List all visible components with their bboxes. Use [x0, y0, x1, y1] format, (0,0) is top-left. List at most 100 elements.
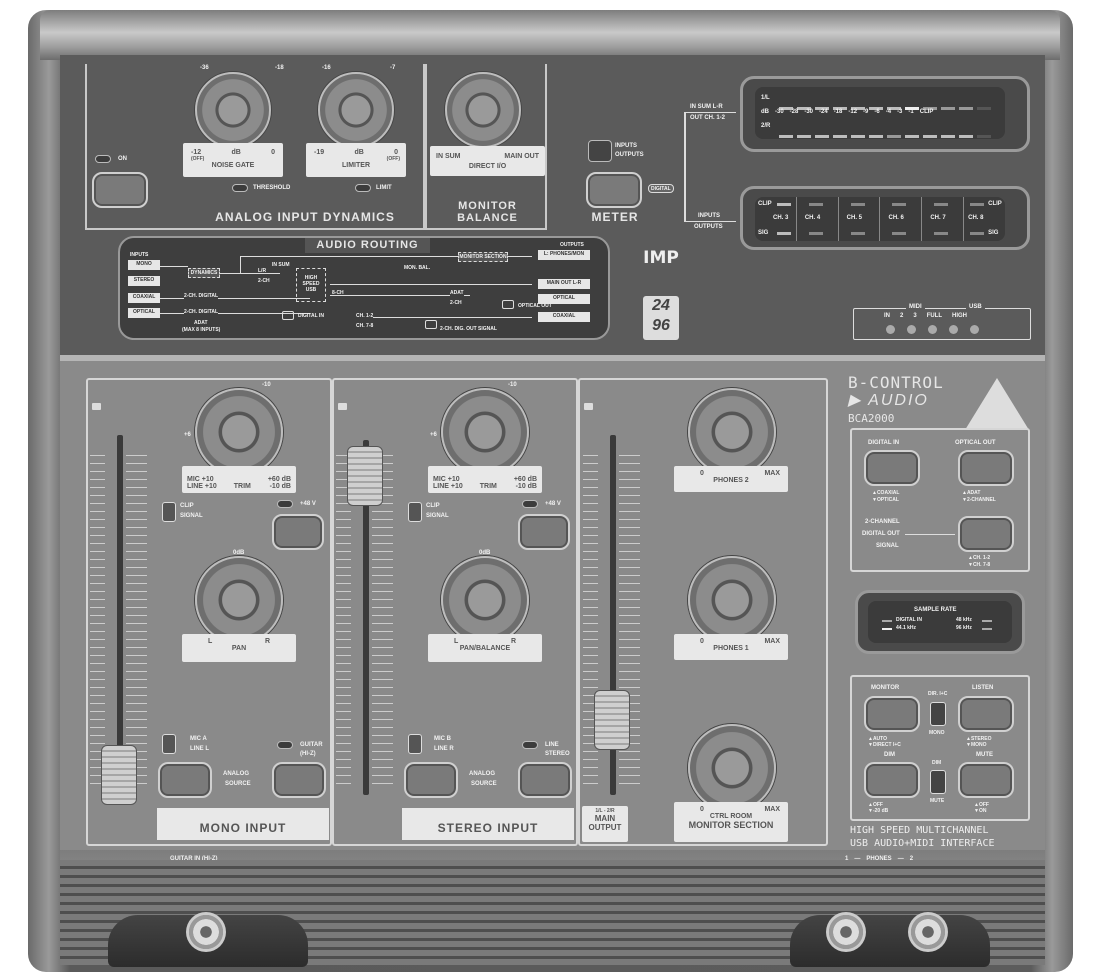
routing-line	[220, 273, 280, 274]
ch4-label: CH. 4	[804, 215, 821, 221]
mono-source-right-button[interactable]	[272, 762, 326, 798]
dim-mute-switch[interactable]	[930, 770, 946, 794]
limiter-scale-right: -7	[390, 65, 396, 71]
stereo-input-strip	[332, 378, 578, 846]
phones1-knob[interactable]	[688, 556, 776, 644]
threshold-label: THRESHOLD	[253, 185, 291, 191]
limiter-min: -19	[314, 149, 325, 156]
stereo-trim-mic: MIC +10	[433, 476, 460, 483]
noise-gate-min: -12	[191, 149, 202, 156]
monitor-button[interactable]	[864, 696, 920, 732]
usb-full-led	[949, 325, 958, 334]
routing-output-optical: OPTICAL	[538, 294, 590, 304]
dir-mono-switch[interactable]	[930, 702, 946, 726]
mono-phantom-button[interactable]	[272, 514, 324, 550]
monitor-balance-knob[interactable]	[445, 72, 521, 148]
mono-pan-left: L	[208, 638, 213, 645]
stereo-trim-knob[interactable]	[441, 388, 529, 476]
limiter-knob[interactable]	[318, 72, 394, 148]
stereo-analog-source-1: ANALOG	[469, 771, 495, 777]
dynamics-on-label: ON	[118, 156, 127, 162]
stereo-trim-scale-top: -10	[508, 382, 517, 388]
led-label-in: IN	[884, 313, 890, 319]
mono-analog-source-1: ANALOG	[223, 771, 249, 777]
routing-input-coaxial: COAXIAL	[128, 293, 160, 303]
stereo-signal-label: SIGNAL	[426, 513, 449, 519]
analog-input-dynamics-section	[85, 64, 425, 230]
phones2-label: PHONES 2	[713, 477, 749, 484]
meter-scale-db: dB	[761, 109, 769, 115]
ctrl-room-knob[interactable]	[688, 724, 776, 812]
mono-trim-knob[interactable]	[195, 388, 283, 476]
phones1-jack[interactable]	[826, 912, 866, 952]
mono-source-left-button[interactable]	[158, 762, 212, 798]
routing-line	[160, 313, 310, 314]
optical-out-button[interactable]	[958, 450, 1014, 486]
routing-optical-out-switch	[502, 300, 514, 309]
midi-2-led	[907, 325, 916, 334]
stereo-clip-label: CLIP	[426, 503, 440, 509]
tagline-line-2: USB AUDIO+MIDI INTERFACE	[850, 838, 995, 849]
noise-gate-knob[interactable]	[195, 72, 271, 148]
mute-button[interactable]	[958, 762, 1014, 798]
meter-select-switch[interactable]	[588, 140, 612, 162]
meter-inputs-label: INPUTS	[615, 143, 638, 149]
guitar-in-jack[interactable]	[186, 912, 226, 952]
mono-guitar-led	[277, 741, 293, 749]
sample-rate-digital-in: DIGITAL IN	[896, 617, 922, 623]
meter-scale-8: -6	[874, 109, 880, 115]
stereo-input-title: STEREO INPUT	[402, 808, 574, 840]
stereo-phantom-led	[522, 500, 538, 508]
mono-signal-label: SIGNAL	[180, 513, 203, 519]
stereo-pan-knob[interactable]	[441, 556, 529, 644]
listen-button[interactable]	[958, 696, 1014, 732]
phones2-jack[interactable]	[908, 912, 948, 952]
main-fader-cap[interactable]	[594, 690, 630, 750]
mono-guitar-label: GUITAR	[300, 742, 323, 748]
stereo-source-right-button[interactable]	[518, 762, 572, 798]
ctrl-room-min: 0	[700, 806, 704, 813]
dynamics-on-button[interactable]	[92, 172, 148, 208]
meter-ch6: CH. 6	[880, 197, 923, 241]
mono-trim-max: +60 dB	[267, 476, 291, 483]
phones-dash: —	[897, 856, 904, 862]
two-ch-digital-out-button[interactable]	[958, 516, 1014, 552]
mono-phantom-label: +48 V	[300, 501, 316, 507]
digital-in-button[interactable]	[864, 450, 920, 486]
routing-monitor-section: MONITOR SECTION	[458, 252, 508, 262]
stereo-fader-cap[interactable]	[347, 446, 383, 506]
stereo-source-left-button[interactable]	[404, 762, 458, 798]
mono-db-icon	[92, 403, 101, 410]
mute-label: MUTE	[976, 752, 993, 758]
meter-branch-line	[684, 112, 686, 222]
mono-pan-knob[interactable]	[195, 556, 283, 644]
mono-trim-mic: MIC +10	[187, 476, 214, 483]
routing-2ch-digital-2: 2-CH. DIGITAL	[184, 309, 219, 315]
mono-pan-top: 0dB	[233, 550, 245, 556]
monitor-balance-left: IN SUM	[436, 153, 461, 160]
device-top-lid	[40, 10, 1060, 60]
dynamics-on-led	[95, 155, 111, 163]
meter-row2-segments	[777, 125, 993, 143]
mono-fader-cap[interactable]	[101, 745, 137, 805]
midi-label: MIDI	[906, 304, 925, 310]
dim-button[interactable]	[864, 762, 920, 798]
clip-label-right: CLIP	[988, 201, 1002, 207]
stereo-phantom-button[interactable]	[518, 514, 570, 550]
meter-button[interactable]	[586, 172, 642, 208]
digital-in-coaxial: ▲COAXIAL	[872, 490, 900, 496]
meter-title: METER	[591, 210, 639, 224]
phones-1-label: 1	[845, 856, 849, 862]
phones2-knob[interactable]	[688, 388, 776, 476]
switch2-mute-label: MUTE	[930, 798, 945, 804]
sub-brand-row: ▶ AUDIO	[848, 390, 988, 410]
routing-lr: L/R	[258, 268, 267, 274]
routing-input-mono: MONO	[128, 260, 160, 270]
noise-gate-off-label: (OFF)	[191, 156, 205, 162]
brand-name: B-CONTROL	[848, 373, 944, 392]
digital-in-optical: ▼OPTICAL	[872, 497, 899, 503]
phones-2-label: 2	[909, 856, 914, 862]
24-96-badge: 24 96	[643, 296, 679, 340]
noise-gate-scale-left: -36	[200, 65, 209, 71]
monitor-label: MONITOR	[871, 685, 900, 691]
